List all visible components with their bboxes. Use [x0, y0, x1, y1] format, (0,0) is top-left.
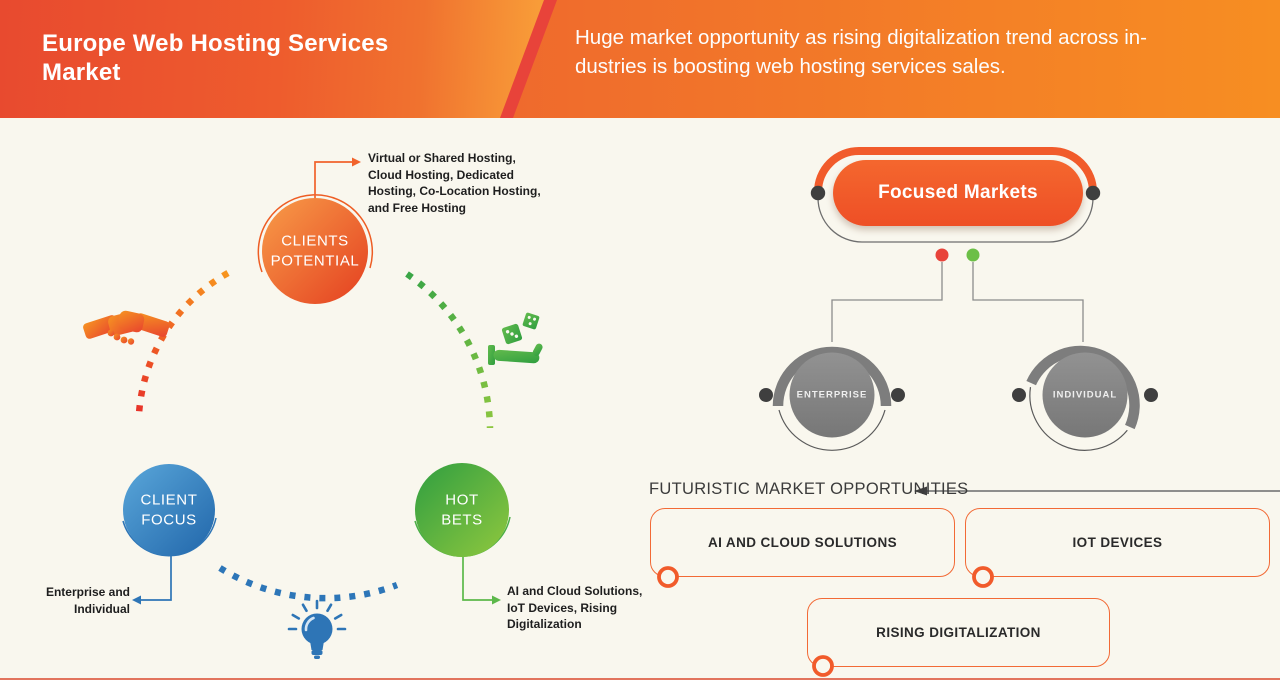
connector-client-focus [141, 556, 172, 601]
red-legend-dot [935, 248, 949, 262]
hot-bets-label: HOT BETS [441, 491, 483, 529]
focused-markets-tree [657, 147, 1280, 677]
dotted-arc-orange [135, 270, 230, 415]
dotted-arc-green [405, 271, 494, 429]
clients-potential-label: CLIENTS POTENTIAL [270, 232, 360, 270]
pill-left-dot [810, 185, 826, 201]
dice-hand-icon [488, 312, 543, 365]
opportunity-label: RISING DIGITALIZATION [876, 625, 1041, 640]
enterprise-label: ENTERPRISE [796, 389, 868, 401]
page-title: Europe Web Hosting Services Market [42, 30, 389, 87]
opportunity-box-iot: IOT DEVICES [965, 508, 1270, 577]
connector-hot-bets [462, 557, 492, 601]
opportunity-box-rising-digitalization: RISING DIGITALIZATION [807, 598, 1110, 667]
clients-potential-annotation: Virtual or Shared Hosting, Cloud Hosting… [368, 151, 541, 215]
client-focus-label: CLIENT FOCUS [140, 491, 198, 529]
individual-label: INDIVIDUAL [1052, 389, 1118, 401]
enterprise-node [759, 346, 905, 451]
arrowhead-right-icon [352, 157, 361, 167]
branch-line-individual [972, 262, 1084, 342]
header-subtitle: Huge market opportunity as rising digita… [575, 26, 1147, 79]
focused-markets-pill: Focused Markets [833, 160, 1083, 226]
branch-line-enterprise [831, 262, 943, 342]
opportunity-label: AI AND CLOUD SOLUTIONS [707, 535, 898, 550]
opportunity-label: IOT DEVICES [1072, 535, 1163, 550]
pill-right-dot [1085, 185, 1101, 201]
header-banner: Europe Web Hosting Services Market Huge … [0, 0, 1280, 118]
client-focus-annotation: Enterprise and Individual [45, 585, 130, 616]
dotted-arc-blue [218, 565, 399, 602]
focused-markets-title: Focused Markets [878, 182, 1038, 203]
bottom-border-line [0, 678, 1280, 680]
green-legend-dot [966, 248, 980, 262]
header-right-panel [508, 0, 1280, 118]
opportunities-heading: FUTURISTIC MARKET OPPORTUNITIES [649, 480, 969, 498]
connector-clients-potential [314, 161, 352, 198]
arrowhead-left-icon [132, 595, 141, 605]
arrowhead-right-icon [492, 595, 501, 605]
opportunity-box-ai-cloud: AI AND CLOUD SOLUTIONS [650, 508, 955, 577]
handshake-icon [83, 310, 170, 345]
hot-bets-annotation: AI and Cloud Solutions, IoT Devices, Ris… [507, 584, 643, 632]
lightbulb-icon [287, 599, 347, 659]
